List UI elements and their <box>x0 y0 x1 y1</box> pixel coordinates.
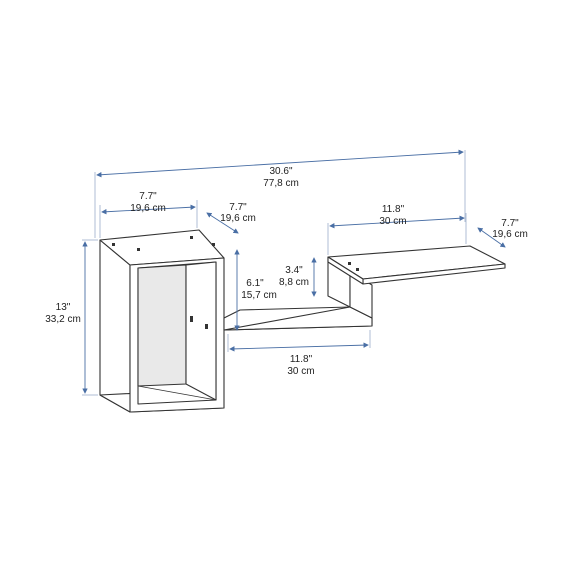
top-shelf-left-edge <box>327 256 364 285</box>
top-shelf <box>327 245 506 285</box>
peg-mark <box>348 262 351 265</box>
middle-shelf <box>223 306 373 331</box>
dimension-labels: 30.6" 77,8 cm 7.7" 19,6 cm 7.7" 19,6 cm … <box>45 166 528 377</box>
peg-mark <box>190 236 193 239</box>
hinge-mark <box>190 316 193 322</box>
cube-width-imperial: 7.7" <box>139 191 157 202</box>
overall-width-metric: 77,8 cm <box>263 178 299 189</box>
overall-width-line <box>96 149 464 178</box>
cube-width-line <box>101 204 196 215</box>
overall-height-imperial: 13" <box>56 302 71 313</box>
cube-depth-imperial: 7.7" <box>229 202 247 213</box>
middle-height-imperial: 6.1" <box>246 278 264 289</box>
cube-width-metric: 19,6 cm <box>130 203 166 214</box>
cube-right-inner <box>185 261 217 401</box>
cube-back-panel <box>137 264 187 387</box>
dimension-lines <box>82 149 506 396</box>
peg-mark <box>356 268 359 271</box>
overall-height-metric: 33,2 cm <box>45 314 81 325</box>
peg-mark <box>212 243 215 246</box>
step-height-imperial: 3.4" <box>285 265 303 276</box>
peg-mark <box>137 248 140 251</box>
top-shelf-depth-metric: 19,6 cm <box>492 229 528 240</box>
step-height-metric: 8,8 cm <box>279 277 309 288</box>
middle-shelf-width-line <box>229 342 369 352</box>
top-shelf-depth-line <box>477 227 506 248</box>
top-shelf-width-imperial: 11.8" <box>382 204 405 215</box>
middle-shelf-width-metric: 30 cm <box>287 366 314 377</box>
cube-unit <box>99 229 225 413</box>
shelf-unit <box>99 229 506 413</box>
cube-depth-metric: 19,6 cm <box>220 213 256 224</box>
top-shelf-width-line <box>329 215 465 229</box>
overall-width-imperial: 30.6" <box>269 166 292 177</box>
peg-mark <box>112 243 115 246</box>
middle-height-metric: 15,7 cm <box>241 290 277 301</box>
hinge-mark <box>205 324 208 329</box>
middle-shelf-width-imperial: 11.8" <box>290 354 313 365</box>
top-shelf-depth-imperial: 7.7" <box>501 218 519 229</box>
cube-left-side <box>99 239 131 413</box>
top-shelf-width-metric: 30 cm <box>379 216 406 227</box>
cube-depth-line <box>206 212 239 234</box>
